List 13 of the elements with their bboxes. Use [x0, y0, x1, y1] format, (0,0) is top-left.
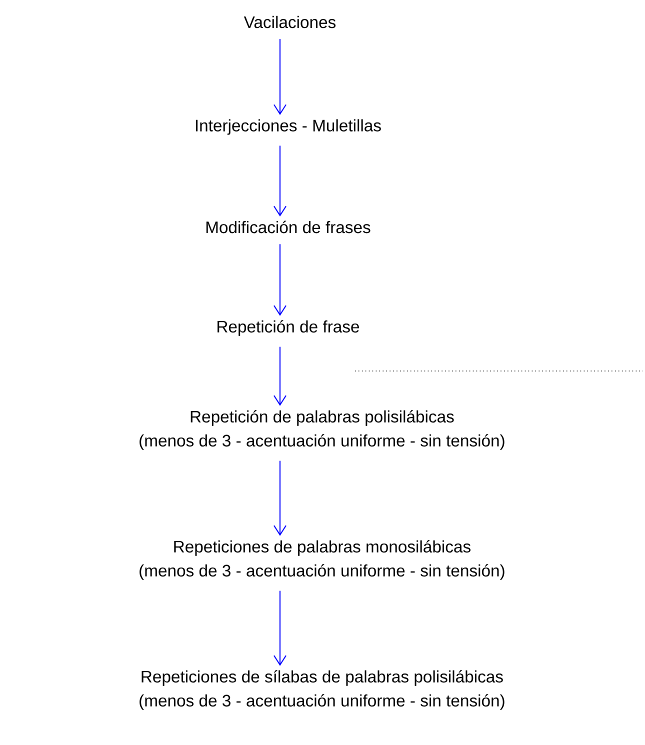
arrow — [274, 346, 286, 406]
arrow — [274, 244, 286, 316]
flow-text: Modificación de frases — [206, 220, 370, 234]
flow-text: Repeticiones de sílabas de palabras polisilábicas (menos de 3 - acentuación uniforme - sin tensión) — [140, 670, 504, 710]
arrow — [274, 460, 286, 536]
arrow — [274, 146, 286, 217]
flow-text: Interjecciones - Muletillas — [196, 119, 381, 135]
flow-text: Repetición de frase — [218, 320, 360, 336]
arrow — [274, 590, 286, 666]
flow-text: Repeticiones de palabras monosilábicas (menos de 3 - acentuación uniforme - sin tensión) — [140, 540, 504, 580]
arrow — [274, 39, 286, 115]
flow-text: Vacilaciones — [244, 16, 336, 28]
flow-text: Repetición de palabras polisilábicas (menos de 3 - acentuación uniforme - sin tensión) — [140, 410, 504, 450]
